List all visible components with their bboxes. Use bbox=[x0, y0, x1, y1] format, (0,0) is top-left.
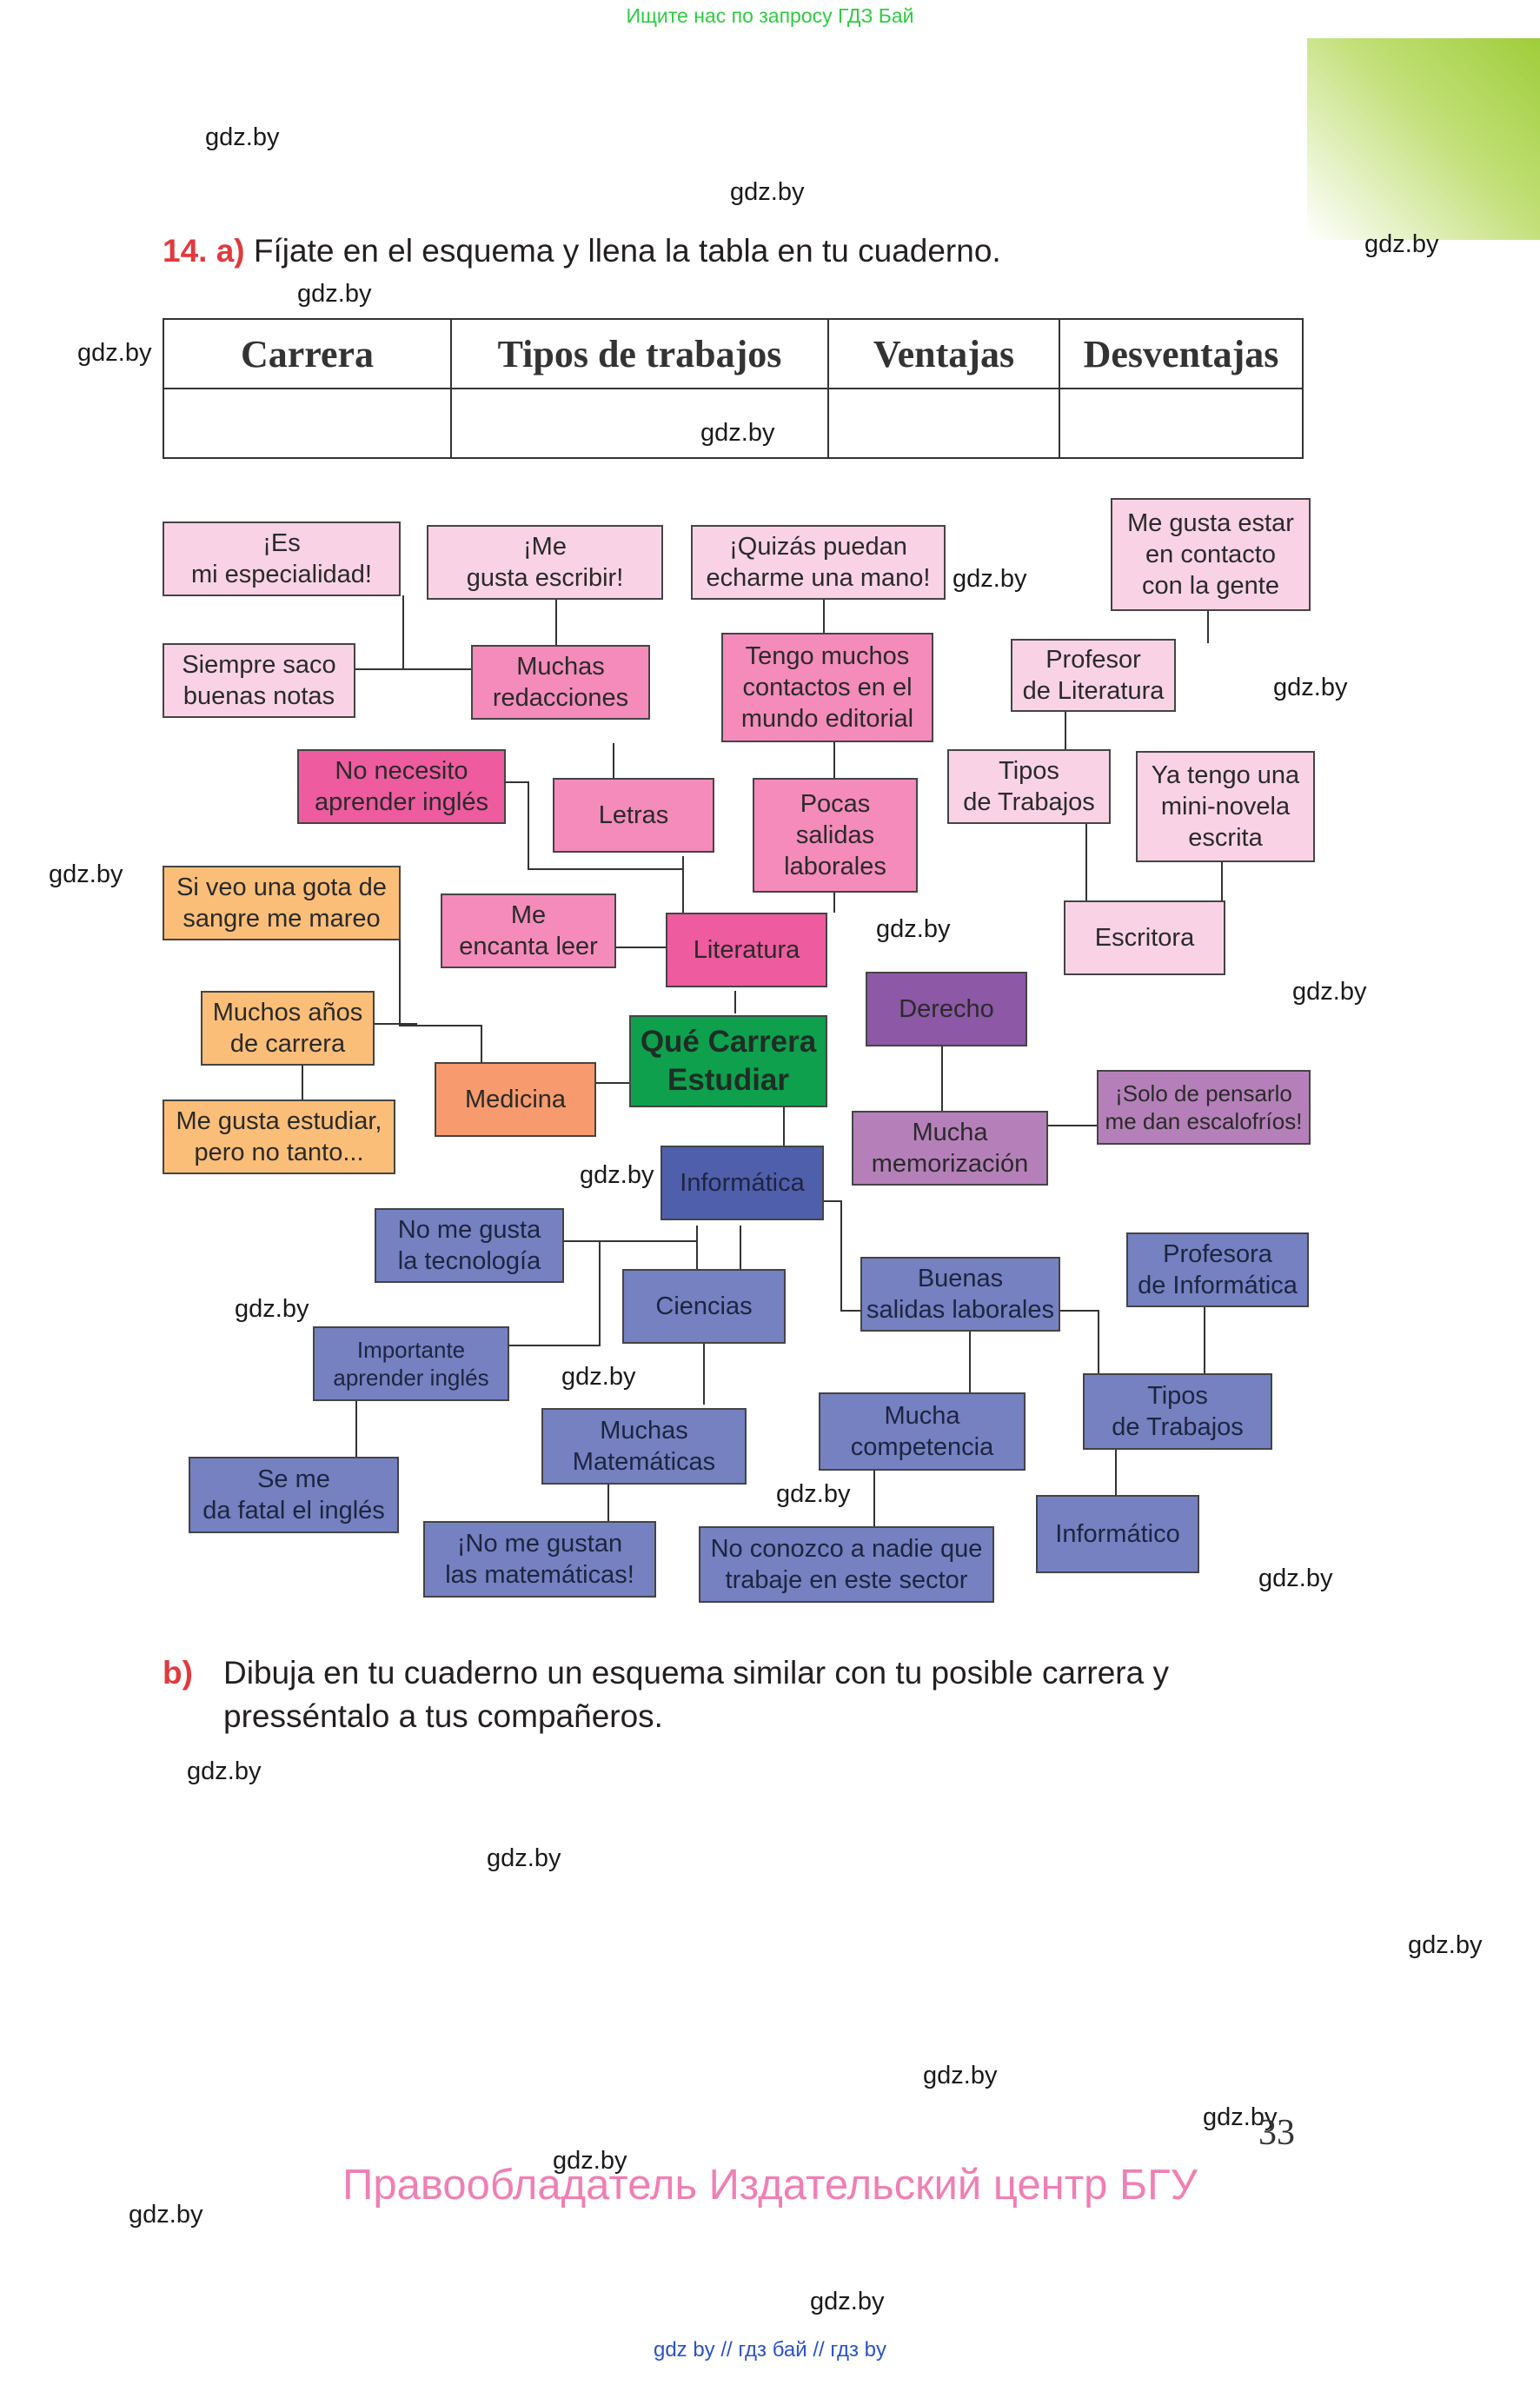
table-cell bbox=[163, 388, 452, 459]
watermark: gdz.by bbox=[487, 1844, 561, 1872]
node-que-carrera-estudiar: Qué Carrera Estudiar bbox=[629, 1015, 827, 1107]
node-mucha-memorizacion: Mucha memorización bbox=[852, 1111, 1048, 1186]
node-ya-tengo-mini-novela: Ya tengo una mini-novela escrita bbox=[1136, 751, 1315, 862]
node-muchas-matematicas: Muchas Matemáticas bbox=[541, 1408, 747, 1485]
connector-line bbox=[563, 1232, 698, 1242]
node-profesor-literatura: Profesor de Literatura bbox=[1011, 639, 1176, 712]
connector-line bbox=[399, 920, 482, 1062]
table-header: Carrera bbox=[163, 318, 452, 389]
node-pocas-salidas: Pocas salidas laborales bbox=[753, 778, 918, 893]
node-medicina: Medicina bbox=[435, 1062, 596, 1137]
node-ciencias: Ciencias bbox=[622, 1269, 786, 1344]
node-me-gusta-contacto: Me gusta estar en contacto con la gente bbox=[1111, 498, 1311, 611]
watermark: gdz.by bbox=[187, 1757, 262, 1785]
node-derecho: Derecho bbox=[866, 972, 1027, 1046]
task-part-b-text: Dibuja en tu cuaderno un esquema similar… bbox=[223, 1655, 1169, 1734]
watermark: gdz.by bbox=[1273, 674, 1348, 701]
node-buenas-salidas: Buenas salidas laborales bbox=[860, 1257, 1060, 1332]
watermark: gdz.by bbox=[810, 2288, 885, 2315]
node-quizas-puedan: ¡Quizás puedan echarme una mano! bbox=[691, 525, 946, 600]
node-profesora-informatica: Profesora de Informática bbox=[1126, 1232, 1309, 1307]
watermark: gdz.by bbox=[561, 1363, 636, 1391]
watermark: gdz.by bbox=[776, 1480, 851, 1508]
watermark: gdz.by bbox=[553, 2147, 627, 2175]
table-header: Ventajas bbox=[827, 318, 1060, 389]
connector-line bbox=[509, 1241, 601, 1346]
node-informatica: Informática bbox=[660, 1146, 824, 1220]
career-table: Carrera Tipos de trabajos Ventajas Desve… bbox=[163, 318, 1304, 459]
connector-line bbox=[402, 595, 471, 670]
node-muchas-redacciones: Muchas redacciones bbox=[471, 645, 650, 720]
task-part-a-text: Fíjate en el esquema y llena la tabla en… bbox=[253, 233, 1001, 269]
node-literatura: Literatura bbox=[666, 913, 827, 987]
table-cell bbox=[1059, 388, 1304, 459]
watermark: gdz.by bbox=[1292, 978, 1367, 1006]
node-no-conozco-a-nadie: No conozco a nadie que trabaje en este s… bbox=[699, 1526, 994, 1603]
watermark: gdz.by bbox=[49, 860, 123, 888]
watermark: gdz.by bbox=[876, 915, 951, 943]
node-no-me-gusta-tecnologia: No me gusta la tecnología bbox=[375, 1208, 564, 1283]
node-si-veo-sangre: Si veo una gota de sangre me mareo bbox=[163, 866, 401, 940]
watermark: gdz.by bbox=[1364, 230, 1439, 258]
node-tipos-de-trabajos-info: Tipos de Trabajos bbox=[1083, 1373, 1272, 1450]
watermark: gdz.by bbox=[129, 2201, 203, 2229]
table-cell bbox=[827, 388, 1060, 459]
node-tipos-de-trabajos-lit: Tipos de Trabajos bbox=[947, 749, 1111, 824]
copyright-notice: Правообладатель Издательский центр БГУ bbox=[342, 2162, 1198, 2209]
watermark: gdz.by bbox=[1203, 2103, 1278, 2131]
node-tengo-contactos: Tengo muchos contactos en el mundo edito… bbox=[721, 633, 933, 742]
task-part-b-label: b) bbox=[163, 1655, 193, 1691]
node-importante-ingles: Importante aprender inglés bbox=[313, 1326, 509, 1401]
table-header: Tipos de trabajos bbox=[450, 318, 829, 389]
node-letras: Letras bbox=[553, 778, 714, 853]
node-no-me-gustan-matematicas: ¡No me gustan las matemáticas! bbox=[423, 1521, 656, 1598]
watermark: gdz.by bbox=[730, 178, 805, 206]
node-me-gusta-escribir: ¡Me gusta escribir! bbox=[427, 525, 663, 600]
watermark: gdz.by bbox=[297, 280, 372, 308]
watermark: gdz.by bbox=[77, 339, 152, 367]
top-banner[interactable]: Ищите нас по запросу ГДЗ Бай bbox=[626, 4, 914, 27]
node-no-necesito-ingles: No necesito aprender inglés bbox=[297, 749, 506, 824]
page-number: 33 bbox=[1258, 2113, 1295, 2153]
node-muchos-anos: Muchos años de carrera bbox=[201, 991, 375, 1066]
node-me-encanta-leer: Me encanta leer bbox=[441, 894, 616, 968]
table-header: Desventajas bbox=[1059, 318, 1304, 389]
green-corner-decoration bbox=[1307, 38, 1540, 240]
node-se-me-da-fatal: Se me da fatal el inglés bbox=[189, 1457, 399, 1533]
task-heading: 14. a) Fíjate en el esquema y llena la t… bbox=[163, 233, 1001, 269]
node-solo-de-pensarlo: ¡Solo de pensarlo me dan escalofríos! bbox=[1097, 1070, 1311, 1145]
watermark: gdz.by bbox=[1408, 1931, 1483, 1959]
node-escritora: Escritora bbox=[1064, 900, 1225, 975]
node-mucha-competencia: Mucha competencia bbox=[819, 1392, 1026, 1471]
node-informatico: Informático bbox=[1036, 1495, 1199, 1573]
watermark: gdz.by bbox=[235, 1295, 309, 1323]
node-me-gusta-estudiar: Me gusta estudiar, pero no tanto... bbox=[163, 1099, 395, 1174]
footer-links[interactable]: gdz by // гдз бай // гдз by bbox=[653, 2338, 887, 2362]
watermark: gdz.by bbox=[953, 565, 1027, 593]
node-es-mi-especialidad: ¡Es mi especialidad! bbox=[163, 522, 401, 596]
connector-line bbox=[822, 1200, 862, 1312]
connector-line bbox=[1059, 1310, 1099, 1373]
watermark: gdz.by bbox=[923, 2062, 998, 2089]
task-number: 14. bbox=[163, 233, 208, 269]
node-siempre-saco: Siempre saco buenas notas bbox=[163, 643, 355, 718]
task-part-a-label: a) bbox=[216, 233, 245, 269]
watermark: gdz.by bbox=[205, 123, 280, 151]
table-cell bbox=[450, 388, 829, 459]
watermark: gdz.by bbox=[1258, 1565, 1333, 1592]
watermark: gdz.by bbox=[580, 1161, 654, 1189]
